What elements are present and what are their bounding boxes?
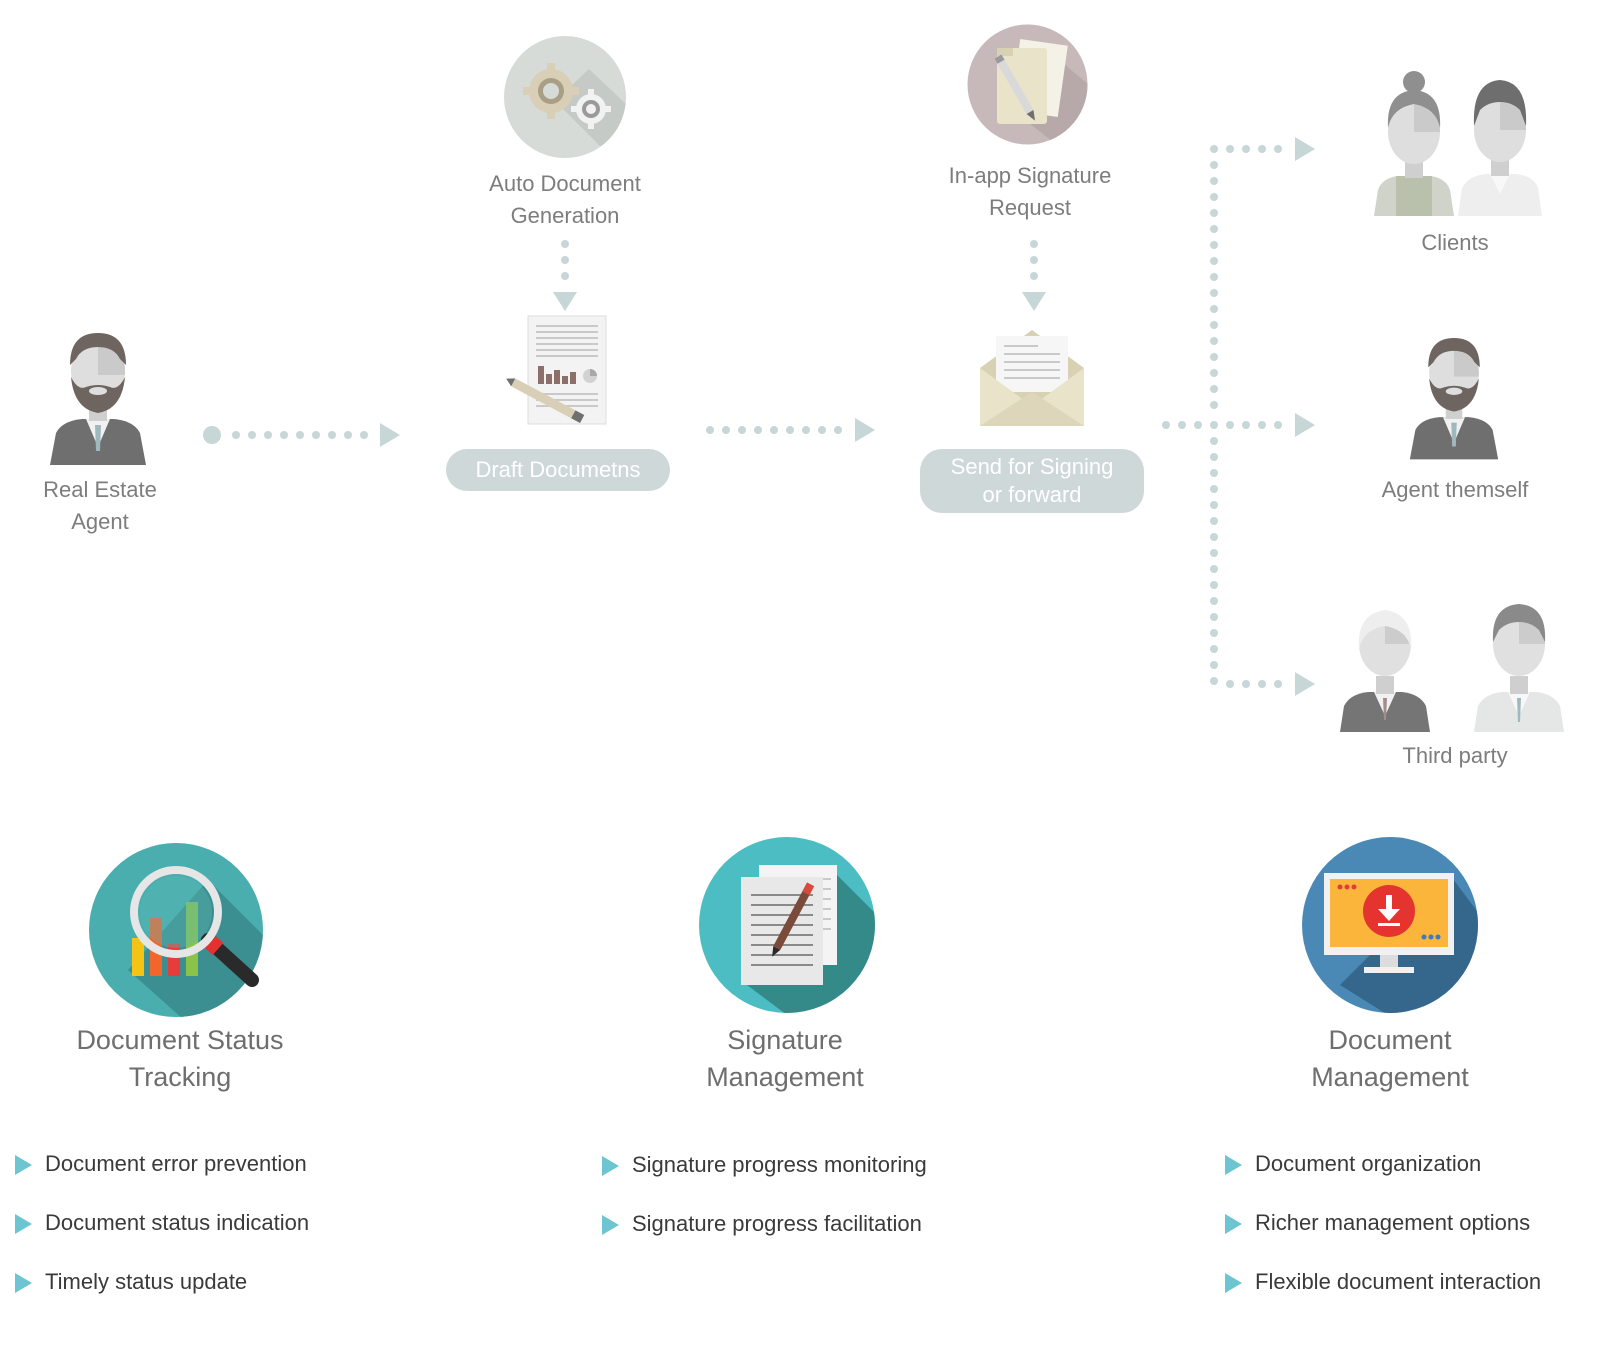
play-bullet-icon: [15, 1214, 32, 1234]
document-signature-icon: [697, 835, 877, 1015]
feature-status-tracking-title: Document Status Tracking: [0, 1022, 360, 1096]
list-item: Signature progress facilitation: [602, 1210, 927, 1269]
send-line1: Send for Signing: [950, 454, 1114, 479]
feature-signature-management-list: Signature progress monitoring Signature …: [602, 1151, 927, 1269]
flow-connectors: [203, 137, 1315, 696]
list-item: Flexible document interaction: [1225, 1268, 1541, 1327]
agent-label-line1: Real Estate: [43, 477, 157, 502]
feature-2-title-line1: Signature: [727, 1025, 843, 1055]
auto-generation-label: Auto Document Generation: [440, 168, 690, 232]
envelope-icon: [978, 328, 1086, 428]
dotted-line-request-to-send: [1030, 240, 1038, 280]
feature-1-title-line2: Tracking: [128, 1062, 232, 1092]
draft-documents-text: Draft Documetns: [475, 457, 641, 482]
dotted-line-send-to-branch: [1162, 421, 1282, 429]
agent-themself-label: Agent themself: [1340, 474, 1570, 506]
arrow-to-clients: [1295, 137, 1315, 161]
list-item: Document organization: [1225, 1150, 1541, 1209]
dotted-line-branch-trunk: [1210, 145, 1218, 685]
auto-generation-line1: Auto Document: [489, 171, 641, 196]
feature-2-title-line2: Management: [706, 1062, 864, 1092]
feature-document-management-list: Document organization Richer management …: [1225, 1150, 1541, 1327]
feature-1-title-line1: Document Status: [76, 1025, 284, 1055]
clients-label: Clients: [1340, 227, 1570, 259]
third-party-label-text: Third party: [1402, 743, 1508, 768]
third-party-icon: [1338, 600, 1568, 732]
signature-request-line2: Request: [989, 195, 1071, 220]
dotted-line-agent-to-draft: [232, 431, 368, 439]
feature-3-title-line2: Management: [1311, 1062, 1469, 1092]
signature-request-label: In-app Signature Request: [900, 160, 1160, 224]
dotted-line-branch-to-clients: [1226, 145, 1282, 153]
play-bullet-icon: [1225, 1214, 1242, 1234]
arrow-to-send-down: [1022, 292, 1046, 311]
agent-themself-label-text: Agent themself: [1381, 477, 1529, 502]
gears-icon: [503, 35, 627, 159]
folder-pencil-icon: [967, 24, 1088, 145]
dotted-line-draft-to-send: [706, 426, 842, 434]
monitor-download-icon: [1300, 835, 1480, 1015]
agent-label-line2: Agent: [71, 509, 129, 534]
play-bullet-icon: [602, 1215, 619, 1235]
feature-3-title-line1: Document: [1328, 1025, 1452, 1055]
signature-request-line1: In-app Signature: [948, 163, 1112, 188]
send-line2: or forward: [982, 482, 1082, 507]
dotted-line-generation-to-draft: [561, 240, 569, 280]
arrow-to-send: [855, 418, 875, 442]
arrow-to-draft-down: [553, 292, 577, 311]
play-bullet-icon: [602, 1156, 619, 1176]
list-item: Richer management options: [1225, 1209, 1541, 1268]
list-item: Signature progress monitoring: [602, 1151, 927, 1210]
play-bullet-icon: [1225, 1155, 1242, 1175]
feature-signature-management-title: Signature Management: [605, 1022, 965, 1096]
agent-icon: [1408, 327, 1500, 463]
flow-start-dot: [203, 426, 221, 444]
list-item: Document error prevention: [15, 1150, 309, 1209]
arrow-to-agent-themself: [1295, 413, 1315, 437]
feature-document-management-title: Document Management: [1210, 1022, 1570, 1096]
document-pen-icon: [500, 312, 610, 427]
magnifier-chart-icon: [88, 840, 268, 1020]
clients-icon: [1372, 68, 1542, 216]
play-bullet-icon: [1225, 1273, 1242, 1293]
agent-label: Real Estate Agent: [0, 474, 200, 538]
list-item: Timely status update: [15, 1268, 309, 1327]
clients-label-text: Clients: [1421, 230, 1489, 255]
list-item: Document status indication: [15, 1209, 309, 1268]
bearded-man-icon: [48, 325, 148, 465]
dotted-line-branch-to-third-party: [1226, 680, 1282, 688]
play-bullet-icon: [15, 1273, 32, 1293]
third-party-label: Third party: [1340, 740, 1570, 772]
auto-generation-line2: Generation: [510, 203, 620, 228]
play-bullet-icon: [15, 1155, 32, 1175]
feature-status-tracking-list: Document error prevention Document statu…: [15, 1150, 309, 1327]
arrow-to-third-party: [1295, 672, 1315, 696]
draft-documents-pill: Draft Documetns: [446, 449, 670, 491]
arrow-to-draft: [380, 423, 400, 447]
send-for-signing-pill: Send for Signing or forward: [920, 449, 1144, 513]
